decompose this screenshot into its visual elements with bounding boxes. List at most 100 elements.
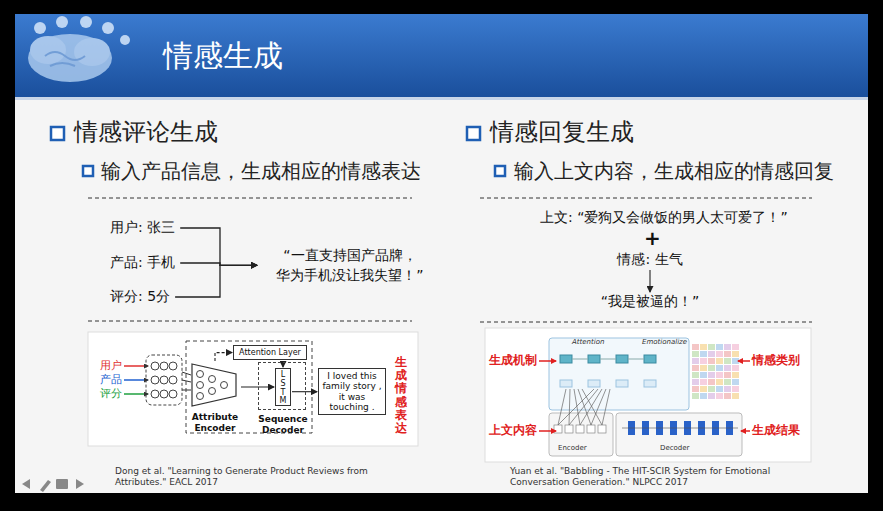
heatmap-cell (732, 344, 739, 350)
attention-line (558, 389, 594, 425)
attribute-text: 产品: 手机 (110, 254, 175, 272)
heatmap-cell (732, 372, 739, 378)
decoder-cells (622, 421, 738, 435)
heatmap-cell (692, 379, 699, 385)
figure-panel (88, 332, 418, 446)
encoder-unit (221, 382, 228, 389)
brain-icon (30, 36, 66, 64)
callout-label: 生成结果 (752, 423, 800, 437)
heatmap-cell (700, 358, 707, 364)
heatmap-cell (732, 365, 739, 371)
slide-ground (15, 14, 868, 97)
figure-panel (485, 328, 811, 462)
generation-figure (560, 355, 572, 363)
heatmap-cell (716, 379, 723, 385)
heatmap-cell (708, 372, 715, 378)
heatmap-cell (724, 358, 731, 364)
heatmap-cell (692, 386, 699, 392)
input-embeddings (151, 390, 159, 398)
slide-ground (15, 97, 868, 100)
heatmap-cell (724, 386, 731, 392)
dashed-separator (480, 322, 812, 323)
generation-figure (549, 338, 742, 456)
plus-sign: + (644, 226, 661, 250)
node-text: Attribute Encoder (190, 412, 240, 434)
dashed-separator (480, 198, 812, 199)
callout-arrow (539, 361, 750, 431)
bullet-square (467, 127, 480, 140)
input-embeddings (124, 365, 148, 367)
callout-label: 生成机制 (489, 353, 537, 367)
encoder-unit (197, 382, 204, 389)
node-text: Attention Layer (237, 348, 303, 357)
reply-text: “我是被逼的！” (594, 293, 706, 311)
attention-line (574, 389, 580, 425)
input-embeddings (124, 379, 148, 381)
generation-figure (628, 359, 644, 360)
heatmap-cell (732, 358, 739, 364)
lstm-box: LSTM (275, 368, 291, 406)
heatmap-cell (708, 379, 715, 385)
bullet-text: 输入产品信息，生成相应的情感表达 (101, 159, 421, 183)
input-embeddings (151, 376, 159, 384)
connector (649, 270, 650, 292)
heatmap-cell (732, 379, 739, 385)
node-text: 情感: 生气 (606, 251, 694, 269)
nav-icons (40, 480, 51, 492)
node-text: I loved this family story , it was touch… (322, 371, 382, 412)
node-text: 产品: 手机 (110, 254, 175, 272)
heatmap-cell (732, 393, 739, 399)
brain-icon (34, 22, 46, 34)
encoder-cell (565, 425, 573, 433)
callout-arrow (539, 360, 556, 362)
heatmap-cell (708, 358, 715, 364)
input-embeddings (160, 390, 168, 398)
attention-lines (554, 389, 610, 433)
heatmap-cell (692, 365, 699, 371)
heatmap-cell (708, 351, 715, 357)
generation-figure (616, 413, 742, 456)
encoder-unit (209, 376, 216, 383)
node-text: LSTM (279, 371, 287, 406)
decoder-box: Sequence DecoderLSTM (258, 362, 306, 410)
nav-icons (56, 479, 68, 489)
heatmap-cell (724, 372, 731, 378)
heatmap-cell (716, 386, 723, 392)
encoder-shape (192, 364, 236, 406)
attention-line (591, 389, 606, 425)
nav-icons (22, 479, 84, 492)
generation-figure (572, 359, 588, 360)
connector (292, 391, 317, 392)
heatmap-cell (716, 372, 723, 378)
callout-label: 情感类别 (752, 353, 800, 367)
connector (175, 265, 257, 297)
generation-figure (616, 380, 628, 387)
heatmap-cell (700, 379, 707, 385)
heatmap-cell (708, 365, 715, 371)
heatmap-cell (732, 351, 739, 357)
heatmap-cell (700, 365, 707, 371)
heatmap-cell (724, 393, 731, 399)
brain-icon (56, 16, 68, 28)
heatmap-cell (716, 365, 723, 371)
review-text: “一直支持国产品牌， 华为手机没让我失望！” (262, 245, 438, 286)
heatmap-cell (732, 386, 739, 392)
figure-panel (88, 328, 811, 462)
heatmap-cell (692, 344, 699, 350)
decoder-line (622, 428, 738, 429)
input-embeddings (151, 362, 159, 370)
heatmap-cell (700, 393, 707, 399)
heatmap-cell (716, 351, 723, 357)
heatmap-cell (716, 344, 723, 350)
heatmap-cell (700, 344, 707, 350)
generation-figure (560, 380, 572, 387)
output-box: I loved this family story , it was touch… (318, 368, 386, 415)
generation-figure (644, 355, 656, 363)
encoder-cell (598, 425, 606, 433)
panel-label: Attention (572, 338, 604, 346)
input-embeddings (169, 390, 177, 398)
heatmap-cell (724, 379, 731, 385)
input-embeddings (160, 362, 168, 370)
input-label: 用户 (100, 359, 122, 372)
